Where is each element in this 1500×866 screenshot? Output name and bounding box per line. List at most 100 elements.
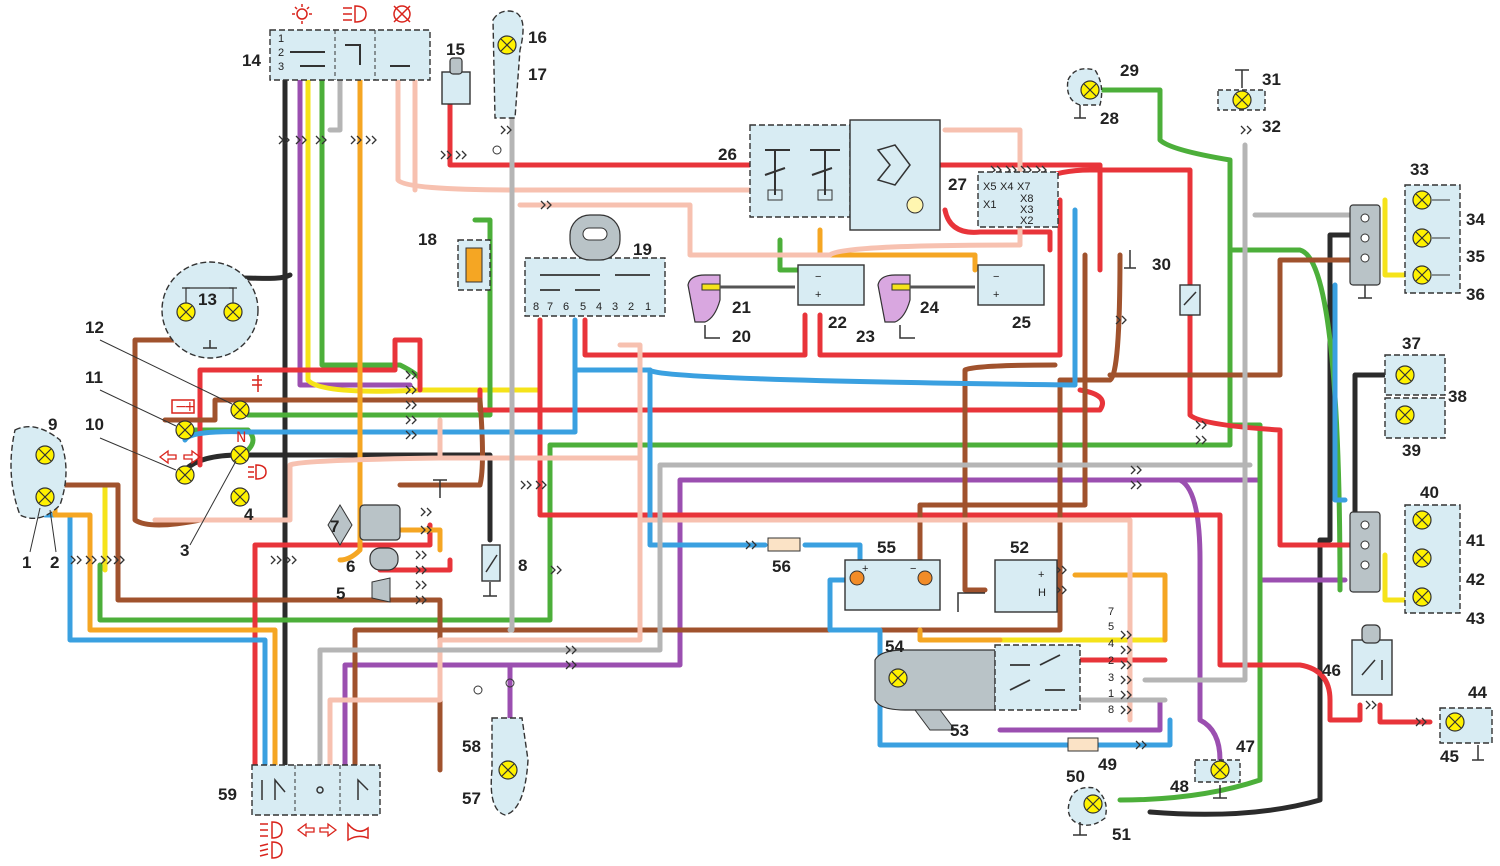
- battery: + − 55: [844, 538, 941, 611]
- horn-symbol-icon: [347, 821, 369, 842]
- label-8: 8: [518, 556, 527, 575]
- label-13: 13: [198, 290, 217, 309]
- label-42: 42: [1466, 570, 1485, 589]
- ignition-coil-left: − + 21 20 22: [687, 264, 865, 346]
- svg-text:+: +: [815, 289, 821, 301]
- turn-signal-relay: + H 52: [957, 538, 1058, 613]
- indicator-lamps: − + N 9 10 11 12 3 4: [48, 318, 267, 560]
- svg-text:X1: X1: [983, 199, 996, 211]
- label-19: 19: [633, 240, 652, 259]
- svg-text:7: 7: [1108, 606, 1114, 618]
- wire-yellow: [1382, 552, 1413, 603]
- label-37: 37: [1402, 334, 1421, 353]
- wire-red: [582, 312, 808, 358]
- low-beam-symbol-icon: [259, 841, 283, 859]
- rear-brake-lamp: 29 28: [1066, 61, 1139, 128]
- label-49: 49: [1098, 755, 1117, 774]
- svg-text:1: 1: [1108, 688, 1114, 700]
- wire-black: [1147, 232, 1358, 817]
- wire-red: [377, 557, 453, 573]
- svg-text:X5: X5: [983, 181, 996, 193]
- svg-text:X8: X8: [1020, 193, 1033, 205]
- turn-indicator-arrows-icon: [158, 449, 202, 465]
- wire-blue: [572, 367, 768, 548]
- label-14: 14: [242, 51, 261, 70]
- wire-black: [1352, 372, 1388, 543]
- wire-green: [245, 217, 493, 418]
- switch14-pin-1: 1: [278, 33, 284, 45]
- label-27: 27: [948, 175, 967, 194]
- svg-text:H: H: [1038, 587, 1046, 599]
- front-brake-switch: 15: [441, 40, 471, 105]
- fuse-49: 49: [1067, 737, 1117, 774]
- ignition-coil-right: − + 24 23 25: [856, 264, 1045, 346]
- label-3: 3: [180, 541, 189, 560]
- label-33: 33: [1410, 160, 1429, 179]
- wire-pink: [395, 77, 783, 193]
- battery-warning-icon: − +: [171, 399, 196, 415]
- label-30: 30: [1152, 255, 1171, 274]
- label-58: 58: [462, 737, 481, 756]
- label-52: 52: [1010, 538, 1029, 557]
- wire-green: [777, 237, 803, 273]
- wire-orange: [337, 77, 363, 563]
- label-59: 59: [218, 785, 237, 804]
- wire-brown: [917, 252, 1088, 573]
- high-beam-symbol-icon: [260, 821, 283, 839]
- engine-stop-symbol-icon: [393, 5, 411, 23]
- wire-red: [817, 197, 1063, 358]
- wire-blue: [42, 497, 268, 773]
- label-2: 2: [50, 553, 59, 572]
- svg-text:+: +: [184, 399, 196, 415]
- label-31: 31: [1262, 70, 1281, 89]
- coolant-temp-icon: [252, 375, 262, 392]
- svg-text:4: 4: [1108, 638, 1114, 650]
- label-28: 28: [1100, 109, 1119, 128]
- label-38: 38: [1448, 387, 1467, 406]
- label-24: 24: [920, 298, 939, 317]
- handlebar-switch-left: 7 5 4 2 3 1 8 54 53: [874, 606, 1114, 740]
- ignition-switch: 8 7 6 5 4 3 2 1 19: [524, 214, 666, 317]
- license-plate-lamp: 31 32: [1217, 69, 1281, 136]
- wire-black: [237, 272, 293, 281]
- rear-right-light-cluster: 33 34 35 36: [1349, 160, 1485, 304]
- high-beam-icon: [248, 464, 267, 480]
- label-57: 57: [462, 789, 481, 808]
- wire-orange: [52, 497, 278, 773]
- side-marker-lamps: 37 38 39: [1384, 334, 1467, 460]
- wire-grey: [327, 77, 343, 133]
- svg-text:1: 1: [645, 301, 651, 313]
- wire-pink: [637, 517, 1133, 723]
- wire-green: [319, 77, 423, 383]
- neutral-switch-and-lamp: 46 44 45: [1322, 624, 1493, 766]
- wire-green: [1097, 87, 1263, 803]
- svg-text:X4: X4: [1000, 181, 1013, 193]
- headlight-symbol-icon: [343, 5, 367, 23]
- svg-text:5: 5: [1108, 621, 1114, 633]
- wire-grey: [1142, 142, 1248, 683]
- svg-text:+: +: [862, 563, 868, 575]
- rear-right-turn-lamp: 50 51: [1066, 767, 1131, 844]
- wire-pink: [517, 147, 1023, 258]
- wire-orange: [917, 627, 1003, 643]
- wire-pink: [942, 127, 1023, 153]
- svg-text:+: +: [993, 289, 999, 301]
- label-6: 6: [346, 557, 355, 576]
- svg-text:2: 2: [1108, 655, 1114, 667]
- label-48: 48: [1170, 777, 1189, 796]
- label-26: 26: [718, 145, 737, 164]
- label-41: 41: [1466, 531, 1485, 550]
- position-lamp-symbol-icon: [292, 4, 312, 24]
- svg-text:−: −: [993, 271, 999, 283]
- wire-blue: [827, 577, 1173, 748]
- svg-text:−: −: [815, 271, 821, 283]
- wire-red: [252, 522, 433, 773]
- svg-text:+: +: [1038, 569, 1044, 581]
- svg-text:8: 8: [533, 301, 539, 313]
- label-29: 29: [1120, 61, 1139, 80]
- label-5: 5: [336, 584, 345, 603]
- turn-switch-arrows-icon: [296, 822, 338, 838]
- rear-brake-switch: 30: [1124, 250, 1201, 316]
- neutral-label: N: [236, 430, 246, 446]
